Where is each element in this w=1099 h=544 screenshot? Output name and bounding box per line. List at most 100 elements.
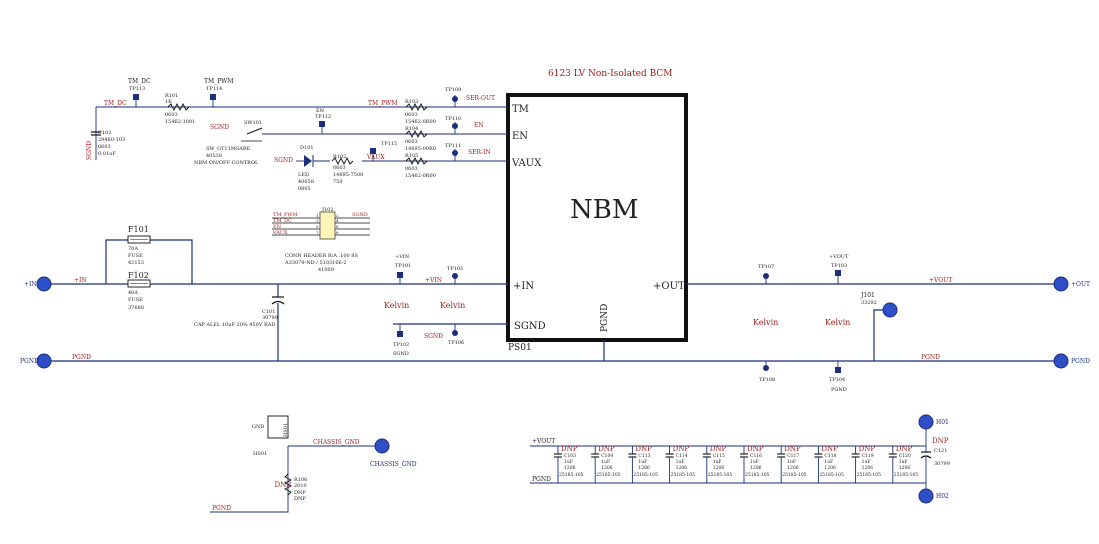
port-pgnd-left-circle (36, 353, 52, 369)
d101-ref: D101 (300, 145, 314, 151)
cap-part-number: 25185-105 (745, 472, 770, 478)
sw101-lever (246, 127, 263, 135)
net-sgnd-sw: SGND (210, 124, 229, 131)
kelvin-2: Kelvin (440, 301, 465, 310)
tp106-ref: TP106 (448, 340, 464, 346)
cap-part-number: 25185-105 (894, 472, 919, 478)
port-pgnd-left-label: PGND (20, 358, 39, 365)
net-pvin: +VIN (425, 277, 442, 284)
cap-package: 1206 (638, 465, 650, 471)
tp103-ref: TP103 (831, 263, 847, 269)
cap-ref: C114 (676, 453, 688, 459)
c101-pn: 30799 (262, 315, 278, 321)
cap-value: 1uF (899, 459, 908, 465)
net-pin: +IN (74, 277, 87, 284)
hs01-body (267, 415, 289, 439)
r104-pkg: 0603 (405, 139, 418, 145)
c101-plate-curved (271, 300, 285, 305)
r101-pkg: 0603 (165, 112, 178, 118)
d101-pn: 40658 (298, 179, 314, 185)
h02-hole (918, 488, 934, 504)
r105-pn: 15462-0R00 (405, 173, 436, 179)
nbm-pin-pgnd: PGND (600, 304, 610, 332)
r106-ref: R106 (294, 477, 307, 483)
f102-type: FUSE (128, 297, 143, 303)
sw101-pn: 40538 (206, 153, 222, 159)
c102-ref: C102 (98, 130, 111, 136)
r105-pkg: 0603 (405, 166, 418, 172)
port-in-label: +IN (24, 281, 37, 288)
j102-pin-8: 8 (336, 230, 339, 235)
tp114-marker (210, 94, 216, 100)
tp110-ref: TP110 (445, 116, 461, 122)
j102-body (319, 211, 336, 240)
tp101-marker (397, 272, 403, 278)
nbm-module[interactable]: NBM PS01 TM EN VAUX +IN SGND PGND +OUT (506, 93, 688, 353)
cap-value: 1uF (787, 459, 796, 465)
tp114-ref: TP114 (206, 86, 222, 92)
cap-ref: C113 (638, 453, 650, 459)
r104-symbol (405, 129, 428, 139)
r106-dnp2: DNP (294, 496, 306, 502)
j101-pn: 33292 (861, 300, 877, 306)
cap-package: 1206 (750, 465, 762, 471)
power-components: F101 70A FUSE 42153 F102 40A FUSE 37688 … (127, 225, 898, 328)
d101-val: LED (298, 172, 309, 178)
port-pgnd-right-circle (1053, 353, 1069, 369)
j102-pin-1: 1 (316, 213, 319, 218)
j102-left-4: VAUX (272, 230, 288, 236)
cap-package: 1206 (601, 465, 613, 471)
cap-ref: C119 (862, 453, 874, 459)
net-pvout: +VOUT (929, 277, 952, 284)
cap-value: 1uF (564, 459, 573, 465)
cap-part-number: 25185-105 (782, 472, 807, 478)
r102-symbol (331, 156, 354, 166)
nbm-pin-out: +OUT (653, 281, 685, 292)
r106-symbol (283, 473, 293, 496)
cap-package: 1206 (713, 465, 725, 471)
net-ser-in: SER-IN (468, 149, 491, 156)
cap-value: 1uF (676, 459, 685, 465)
c121-dnp: DNP (932, 437, 949, 445)
r105-symbol (405, 156, 428, 166)
r106-dnp1: DNP (294, 490, 306, 496)
r103-pkg: 0603 (405, 112, 418, 118)
r102-val: 750 (333, 179, 343, 185)
chassis-section: GND HS01 HS01 R106 2010 DNP DNP DNP (252, 415, 307, 502)
r104-pn: 14695-00R0 (405, 146, 436, 152)
tp113-marker (133, 94, 139, 100)
signal-components: C102 29480-103 0603 0.01uF R101 1K 0603 … (91, 93, 436, 192)
port-pgnd-right-label: PGND (1071, 358, 1090, 365)
c101-desc: CAP ALEL 10uF 20% 450V RAD (194, 322, 275, 328)
j102-desc-1: CONN HEADER R/A .100 8S (285, 253, 358, 259)
cap-ref: C104 (601, 453, 613, 459)
cap-row-net-bottom: PGND (532, 476, 551, 483)
cap-package: 1206 (824, 465, 836, 471)
cap-value: 1uF (750, 459, 759, 465)
r106-pkg: 2010 (294, 483, 307, 489)
cap-dnp-label: DNP (598, 445, 615, 453)
cap-dnp-label: DNP (710, 445, 727, 453)
hs01-inner: HS01 (283, 423, 289, 437)
tp107-ref: TP107 (758, 264, 774, 270)
nbm-label: NBM (570, 195, 638, 225)
cap-package: 1206 (787, 465, 799, 471)
tp101-net: +VIN (395, 254, 410, 260)
tp102-net: SGND (393, 351, 409, 357)
net-sgnd-vertical: SGND (86, 141, 93, 160)
cap-part-number: 25185-105 (671, 472, 696, 478)
port-chassis-circle (374, 438, 390, 454)
r101-pn: 15462-1001 (165, 119, 195, 125)
hs01-gnd: GND (252, 424, 264, 430)
c121-plate-curved (920, 455, 932, 459)
net-chassis: CHASSIS_GND (313, 439, 360, 446)
net-pgnd-right: PGND (921, 354, 940, 361)
cap-row: +VOUT PGND DNPC1031uF120625185-105DNPC10… (530, 438, 926, 484)
schematic-title: 6123 LV Non-Isolated BCM (548, 69, 672, 79)
cap-value: 1uF (601, 459, 610, 465)
d101-triangle (304, 155, 312, 167)
tp102-marker (397, 331, 403, 337)
j102-pin-4: 4 (336, 218, 339, 223)
net-tm-dc: TM_DC (104, 100, 127, 107)
f102-ref: F102 (128, 271, 149, 280)
